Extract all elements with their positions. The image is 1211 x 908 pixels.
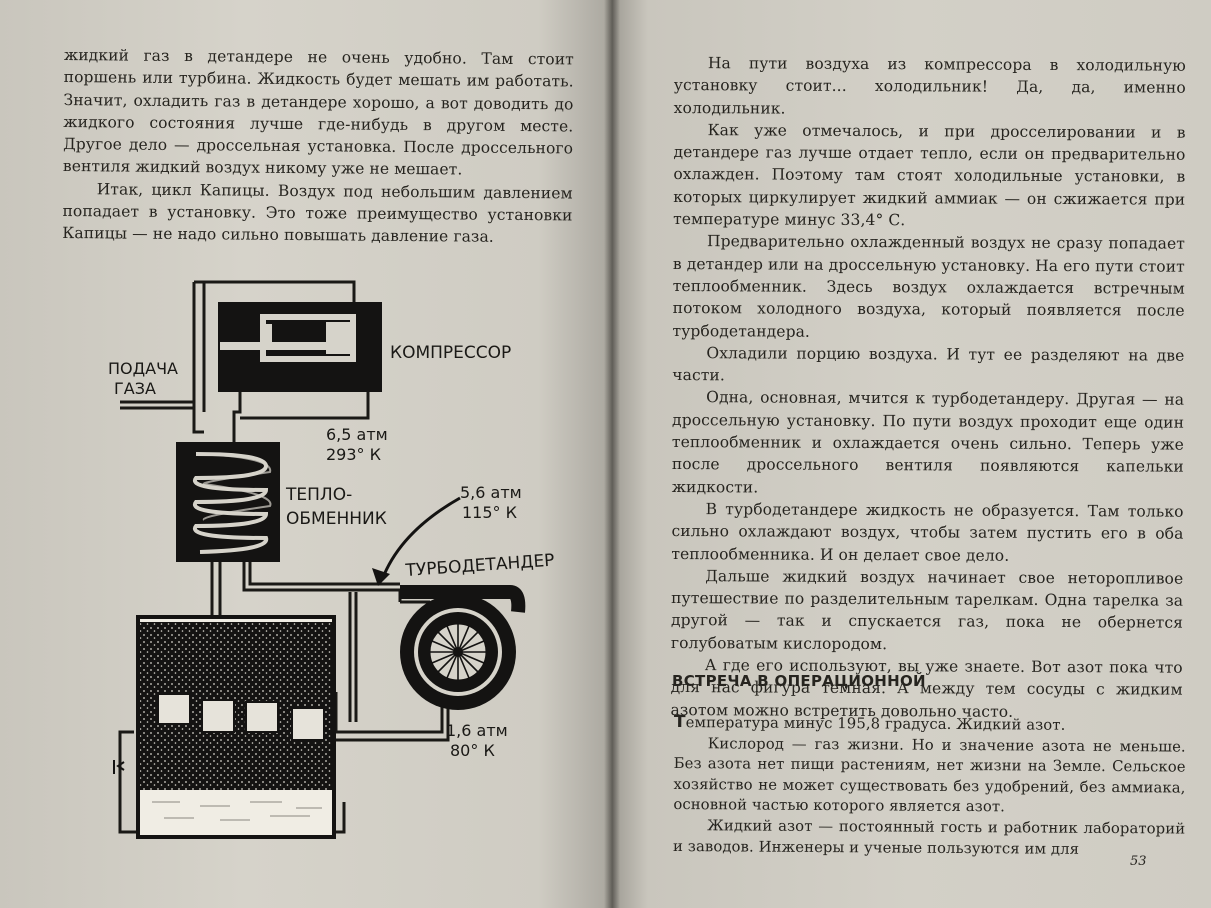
flow-arrow bbox=[380, 496, 461, 581]
page-number: 53 bbox=[1130, 854, 1147, 869]
section-first-paragraph: Температура минус 195,8 градуса. Жидкий … bbox=[674, 712, 1186, 737]
left-page: жидкий газ в детандере не очень удобно. … bbox=[0, 0, 612, 908]
paragraph: Жидкий азот — постоянный гость и работни… bbox=[673, 817, 1186, 858]
left-page-text: жидкий газ в детандере не очень удобно. … bbox=[62, 44, 574, 249]
section-first-line: емпература минус 195,8 градуса. Жидкий а… bbox=[685, 714, 1066, 734]
separation-column bbox=[113, 615, 336, 839]
turbo-expander bbox=[400, 585, 526, 710]
paragraph: Одна, основная, мчится к турбодетандеру.… bbox=[671, 388, 1185, 497]
label-pressure: 6,5 атм bbox=[326, 425, 388, 444]
paragraph: На пути воздуха из компрессора в холодил… bbox=[673, 54, 1186, 118]
diagram-svg: ПОДАЧА ГАЗА КОМПРЕССОР 6,5 атм 293° К ТЕ… bbox=[108, 280, 555, 839]
label-gas-supply: ГАЗА bbox=[114, 379, 156, 398]
label-gas-supply: ПОДАЧА bbox=[108, 359, 178, 378]
section-heading: ВСТРЕЧА В ОПЕРАЦИОННОЙ bbox=[672, 672, 926, 690]
paragraph: жидкий газ в детандере не очень удобно. … bbox=[62, 45, 574, 179]
heat-exchanger bbox=[176, 442, 280, 562]
label-temperature: 115° К bbox=[462, 503, 518, 522]
paragraph: Итак, цикл Капицы. Воздух под небольшим … bbox=[62, 180, 573, 247]
label-compressor: КОМПРЕССОР bbox=[390, 343, 511, 363]
kapitsa-cycle-diagram: ПОДАЧА ГАЗА КОМПРЕССОР 6,5 атм 293° К ТЕ… bbox=[100, 262, 580, 852]
label-turbo-expander: ТУРБОДЕТАНДЕР bbox=[404, 551, 555, 581]
label-pressure: 1,6 атм bbox=[446, 721, 508, 740]
label-temperature: 293° К bbox=[326, 445, 382, 464]
label-pressure: 5,6 атм bbox=[460, 483, 522, 502]
book-gutter bbox=[604, 0, 620, 908]
section-text: Температура минус 195,8 градуса. Жидкий … bbox=[673, 712, 1186, 861]
paragraph: Дальше жидкий воздух начинает свое нетор… bbox=[670, 566, 1184, 653]
compressor bbox=[218, 302, 382, 392]
label-heat-exchanger: ТЕПЛО- bbox=[285, 485, 352, 505]
right-page: На пути воздуха из компрессора в холодил… bbox=[612, 0, 1211, 908]
paragraph: Кислород — газ жизни. Но и значение азот… bbox=[673, 734, 1186, 816]
paragraph: В турбодетандере жидкость не образуется.… bbox=[671, 500, 1184, 565]
section-initial: Т bbox=[673, 712, 686, 733]
label-heat-exchanger: ОБМЕННИК bbox=[286, 509, 387, 529]
paragraph: Как уже отмечалось, и при дросселировани… bbox=[673, 121, 1186, 230]
paragraph: Предварительно охлажденный воздух не сра… bbox=[672, 232, 1186, 341]
label-temperature: 80° К bbox=[450, 741, 495, 760]
paragraph: Охладили порцию воздуха. И тут ее раздел… bbox=[672, 344, 1185, 385]
right-page-text: На пути воздуха из компрессора в холодил… bbox=[670, 52, 1186, 724]
